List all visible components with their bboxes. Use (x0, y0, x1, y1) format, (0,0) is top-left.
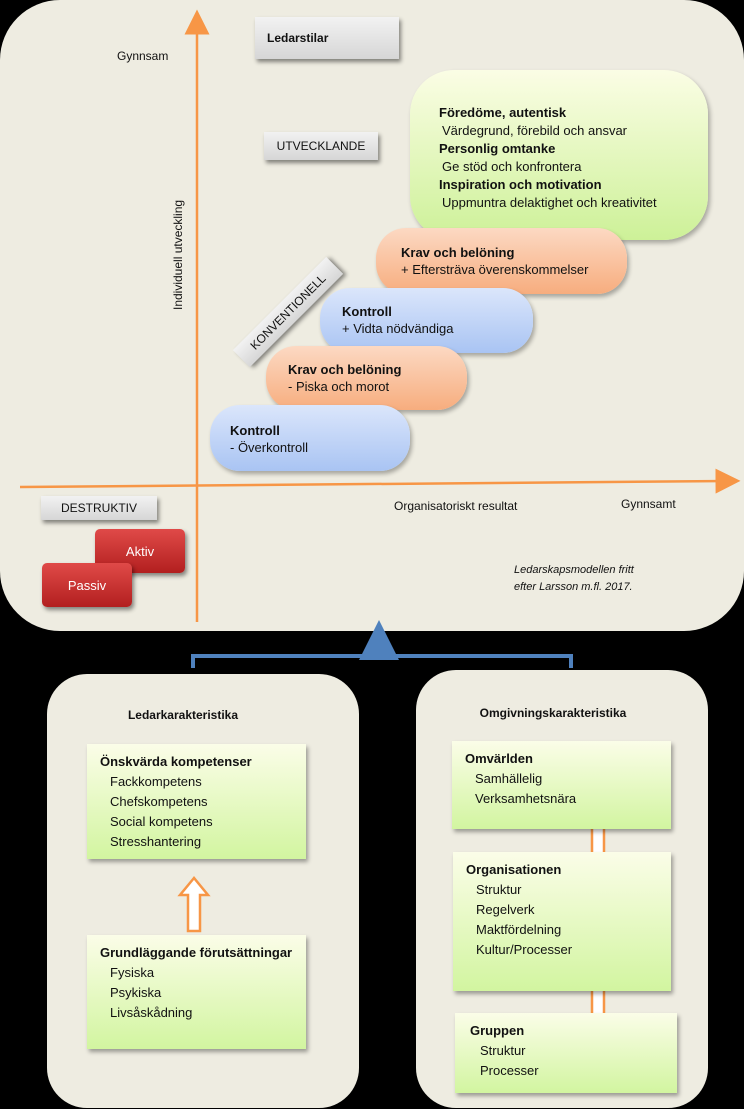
competence-item: Chefskompetens (110, 794, 208, 809)
organisation-box: Organisationen Struktur Regelverk Maktfö… (453, 852, 671, 991)
control-low-pill: Kontroll - Överkontroll (210, 405, 410, 471)
role-model-title: Föredöme, autentisk (439, 105, 567, 120)
world-box: Omvärlden Samhällelig Verksamhetsnära (452, 741, 671, 829)
destructive-label: DESTRUKTIV (41, 496, 157, 520)
prerequisite-item: Livsåskådning (110, 1005, 193, 1020)
control-low-text: - Överkontroll (230, 440, 309, 455)
competence-item: Social kompetens (110, 814, 213, 829)
citation-line-1: Ledarskapsmodellen fritt (514, 564, 634, 576)
reward-high-title: Krav och belöning (401, 245, 515, 260)
world-item: Verksamhetsnära (475, 791, 577, 806)
competence-item: Fackkompetens (110, 774, 202, 789)
control-high-title: Kontroll (342, 304, 392, 319)
organisation-item: Maktfördelning (476, 922, 562, 937)
reward-low-text: - Piska och morot (288, 379, 390, 394)
control-high-text: + Vidta nödvändiga (342, 321, 454, 336)
passive-box: Passiv (42, 563, 132, 607)
competence-item: Stresshantering (110, 834, 202, 849)
leader-panel-title: Ledarkarakteristika (127, 708, 239, 722)
inspiration-title: Inspiration och motivation (439, 177, 602, 192)
competences-box: Önskvärda kompetenser Fackkompetens Chef… (87, 744, 306, 859)
reward-low-pill: Krav och belöning - Piska och morot (266, 346, 467, 410)
reward-high-text: + Eftersträva överenskommelser (401, 262, 589, 277)
citation: Ledarskapsmodellen fritt efter Larsson m… (514, 562, 634, 596)
developing-label: UTVECKLANDE (264, 132, 378, 160)
y-axis-label: Individuell utveckling (171, 199, 185, 310)
up-arrow-icon (177, 876, 211, 933)
x-right-label: Gynnsamt (621, 497, 676, 511)
control-high-pill: Kontroll + Vidta nödvändiga (320, 288, 533, 353)
leadership-styles-label: Ledarstilar (255, 17, 399, 59)
reward-low-title: Krav och belöning (288, 362, 402, 377)
group-item: Struktur (480, 1043, 526, 1058)
organisation-item: Struktur (476, 882, 522, 897)
competences-title: Önskvärda kompetenser (100, 754, 252, 769)
world-title: Omvärlden (465, 751, 533, 766)
x-axis (19, 468, 741, 494)
x-axis-label: Organisatoriskt resultat (394, 499, 518, 513)
inspiration-text: Uppmuntra delaktighet och kreativitet (442, 195, 657, 210)
environment-panel-title: Omgivningskarakteristika (479, 706, 627, 720)
citation-line-2: efter Larsson m.fl. 2017. (514, 581, 633, 593)
prerequisites-title: Grundläggande förutsättningar (100, 945, 293, 960)
reward-high-pill: Krav och belöning + Eftersträva överensk… (376, 228, 627, 294)
world-item: Samhällelig (475, 771, 543, 786)
organisation-item: Kultur/Processer (476, 942, 573, 957)
control-low-title: Kontroll (230, 423, 280, 438)
prerequisites-box: Grundläggande förutsättningar Fysiska Ps… (87, 935, 306, 1049)
connector-line (191, 654, 573, 668)
group-box: Gruppen Struktur Processer (455, 1013, 677, 1093)
group-title: Gruppen (470, 1023, 525, 1038)
developing-style-pill: Föredöme, autentisk Värdegrund, förebild… (410, 70, 708, 240)
prerequisite-item: Psykiska (110, 985, 162, 1000)
organisation-title: Organisationen (466, 862, 562, 877)
organisation-item: Regelverk (476, 902, 535, 917)
role-model-text: Värdegrund, förebild och ansvar (442, 123, 628, 138)
y-top-label: Gynnsam (117, 49, 169, 63)
group-item: Processer (480, 1063, 539, 1078)
prerequisite-item: Fysiska (110, 965, 155, 980)
personal-care-text: Ge stöd och konfrontera (442, 159, 582, 174)
personal-care-title: Personlig omtanke (439, 141, 556, 156)
